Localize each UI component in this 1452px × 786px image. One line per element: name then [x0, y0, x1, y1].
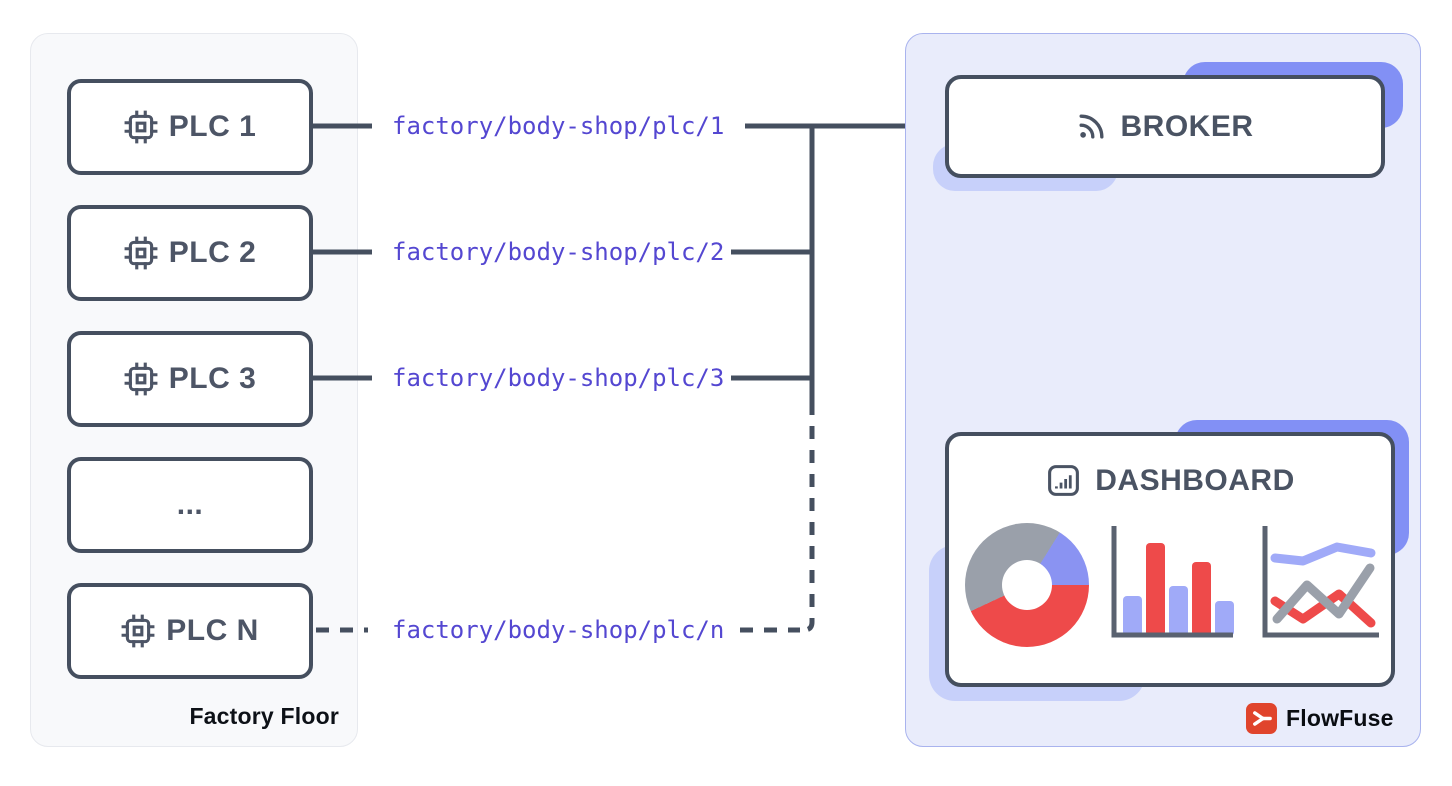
- plc-n-node: PLC N: [67, 583, 313, 679]
- topic-plc-n: factory/body-shop/plc/n: [392, 616, 725, 644]
- bar-chart-thumbnail: [1111, 526, 1234, 638]
- plc-n-label: PLC N: [166, 614, 259, 647]
- flowfuse-logo: FlowFuse: [1246, 703, 1394, 734]
- plc-1-node: PLC 1: [67, 79, 313, 175]
- plc-3-node: PLC 3: [67, 331, 313, 427]
- broker-label: BROKER: [1120, 109, 1254, 143]
- dashboard-card: DASHBOARD: [929, 420, 1409, 701]
- cpu-chip-icon: [121, 614, 155, 648]
- rss-broadcast-icon: [1079, 114, 1104, 139]
- plc-ellipsis-label: ...: [176, 488, 204, 521]
- donut-chart-thumbnail: [965, 523, 1089, 647]
- topic-plc-3: factory/body-shop/plc/3: [392, 364, 725, 392]
- flowfuse-mark-icon: [1246, 703, 1277, 734]
- topic-plc-2: factory/body-shop/plc/2: [392, 238, 725, 266]
- topic-plc-1: factory/body-shop/plc/1: [392, 112, 725, 140]
- flowfuse-logo-text: FlowFuse: [1286, 705, 1394, 731]
- line-chart-thumbnail: [1262, 526, 1379, 638]
- broker-card: BROKER: [933, 62, 1403, 191]
- plc-2-label: PLC 2: [168, 236, 257, 269]
- cpu-chip-icon: [124, 362, 158, 396]
- plc-2-node: PLC 2: [67, 205, 313, 301]
- dashboard-label: DASHBOARD: [1095, 463, 1295, 497]
- factory-floor-caption: Factory Floor: [189, 703, 339, 729]
- plc-3-label: PLC 3: [168, 362, 257, 395]
- bar-chart-icon: [1048, 465, 1080, 496]
- donut-hole: [1002, 560, 1052, 610]
- factory-floor-panel: PLC 1 PLC 2 PLC 3 ... PLC N: [30, 33, 358, 747]
- plc-ellipsis-node: ...: [67, 457, 313, 553]
- cpu-chip-icon: [124, 110, 158, 144]
- cpu-chip-icon: [124, 236, 158, 270]
- plc-1-label: PLC 1: [168, 110, 257, 143]
